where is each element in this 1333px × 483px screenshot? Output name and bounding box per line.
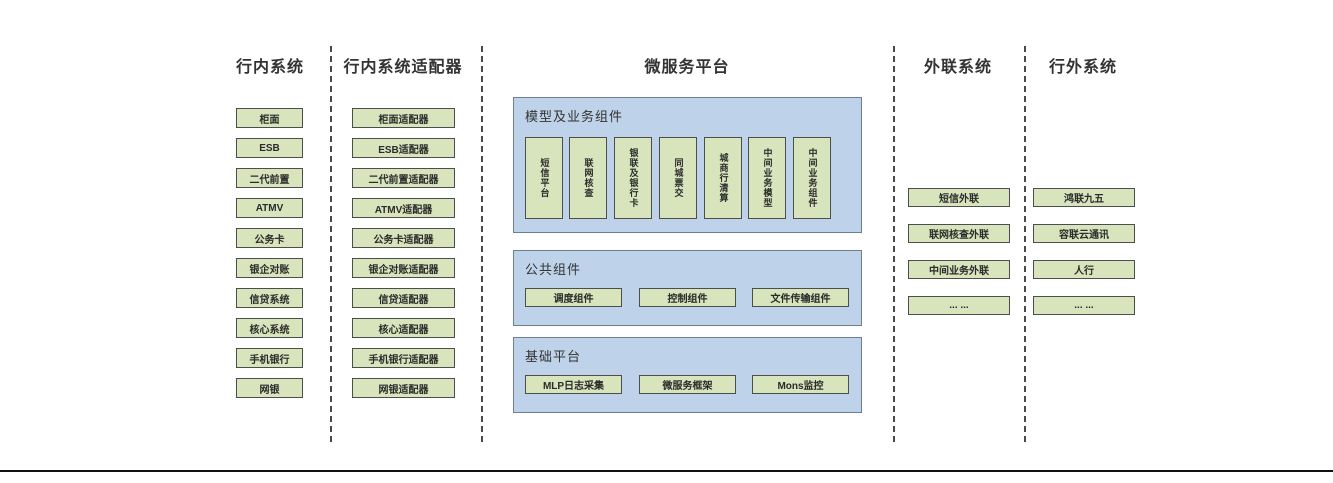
adapter-box: 银企对账适配器: [352, 258, 455, 278]
internal-system-box: 二代前置: [236, 168, 303, 188]
header-outside-systems: 行外系统: [1048, 59, 1117, 76]
component-box: MLP日志采集: [525, 375, 622, 394]
component-box: 中间业务模型: [748, 137, 786, 219]
internal-system-box: 网银: [236, 378, 303, 398]
adapter-box: 网银适配器: [352, 378, 455, 398]
column-divider: [893, 46, 895, 442]
component-box: 短信平台: [525, 137, 563, 219]
bottom-border-line: [0, 470, 1333, 472]
external-link-box: 联网核查外联: [908, 224, 1010, 243]
adapter-box: ESB适配器: [352, 138, 455, 158]
component-box: 控制组件: [639, 288, 736, 307]
external-link-box: 短信外联: [908, 188, 1010, 207]
column-divider: [1024, 46, 1026, 442]
adapter-box: 信贷适配器: [352, 288, 455, 308]
internal-system-box: ESB: [236, 138, 303, 158]
component-box: 文件传输组件: [752, 288, 849, 307]
panel-label: 模型及业务组件: [525, 109, 624, 124]
column-divider: [481, 46, 483, 442]
adapter-box: 公务卡适配器: [352, 228, 455, 248]
panel-common-components: 公共组件 调度组件 控制组件 文件传输组件: [513, 250, 862, 326]
internal-system-box: ATMV: [236, 198, 303, 218]
internal-system-box: 核心系统: [236, 318, 303, 338]
adapter-box: 手机银行适配器: [352, 348, 455, 368]
outside-system-box: ... ...: [1033, 296, 1135, 315]
header-internal-system-adapters: 行内系统适配器: [343, 59, 463, 76]
adapter-box: ATMV适配器: [352, 198, 455, 218]
internal-system-box: 信贷系统: [236, 288, 303, 308]
component-box: 中间业务组件: [793, 137, 831, 219]
panel-label: 公共组件: [525, 262, 582, 277]
adapter-box: 核心适配器: [352, 318, 455, 338]
panel-model-business-components: 模型及业务组件 短信平台 联网核查 银联及银行卡 同城票交 城商行清算 中间业务…: [513, 97, 862, 233]
internal-system-box: 银企对账: [236, 258, 303, 278]
component-box: 同城票交: [659, 137, 697, 219]
internal-system-box: 手机银行: [236, 348, 303, 368]
outside-system-box: 人行: [1033, 260, 1135, 279]
header-external-link-systems: 外联系统: [923, 59, 992, 76]
header-microservice-platform: 微服务平台: [644, 59, 730, 76]
header-internal-systems: 行内系统: [235, 59, 304, 76]
component-box: 城商行清算: [704, 137, 742, 219]
adapter-box: 柜面适配器: [352, 108, 455, 128]
component-box: 银联及银行卡: [614, 137, 652, 219]
component-box: 联网核查: [569, 137, 607, 219]
component-box: 调度组件: [525, 288, 622, 307]
outside-system-box: 容联云通讯: [1033, 224, 1135, 243]
adapter-box: 二代前置适配器: [352, 168, 455, 188]
external-link-box: 中间业务外联: [908, 260, 1010, 279]
panel-base-platform: 基础平台 MLP日志采集 微服务框架 Mons监控: [513, 337, 862, 413]
column-divider: [330, 46, 332, 442]
internal-system-box: 公务卡: [236, 228, 303, 248]
component-box: Mons监控: [752, 375, 849, 394]
panel-label: 基础平台: [525, 349, 582, 364]
internal-system-box: 柜面: [236, 108, 303, 128]
component-box: 微服务框架: [639, 375, 736, 394]
outside-system-box: 鸿联九五: [1033, 188, 1135, 207]
external-link-box: ... ...: [908, 296, 1010, 315]
